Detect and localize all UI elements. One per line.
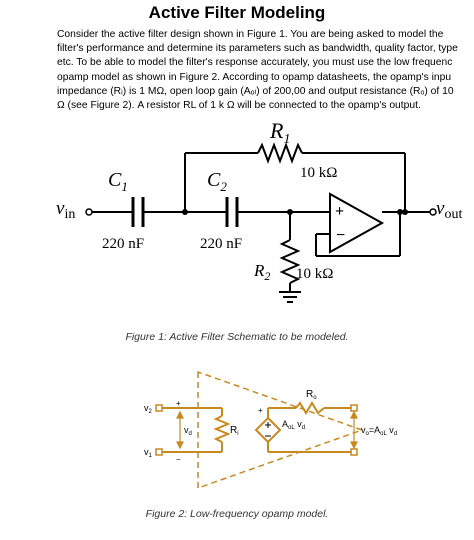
paragraph-line: Ω (see Figure 2). A resistor RL of 1 k Ω…	[57, 100, 421, 112]
output-terminal	[429, 208, 437, 216]
r1-value: 10 kΩ	[300, 165, 337, 181]
c1-value: 220 nF	[102, 236, 144, 252]
junction-node	[402, 209, 408, 215]
minus-terminal-label: −	[336, 227, 345, 244]
r1-label: R1	[269, 118, 290, 147]
figure2-caption: Figure 2: Low-frequency opamp model.	[145, 508, 329, 520]
paragraph-line: etc. To be able to model the filter's re…	[57, 57, 453, 69]
paragraph-line: impedance (Rᵢ) is 1 MΩ, open loop gain (…	[57, 85, 454, 97]
problem-paragraph: Consider the active filter design shown …	[57, 28, 474, 113]
schematic-wires	[92, 142, 430, 303]
paragraph-line: filter's performance and determine its p…	[57, 43, 458, 55]
r2-label: R2	[253, 261, 270, 283]
schematic-labels: R1 10 kΩ C1 C2 220 nF 220 nF R2 10 kΩ vi…	[56, 118, 462, 283]
figure1-caption: Figure 1: Active Filter Schematic to be …	[125, 331, 349, 343]
c2-value: 220 nF	[200, 236, 242, 252]
paragraph-line: Consider the active filter design shown …	[57, 29, 444, 40]
vin-label: vin	[56, 198, 75, 222]
r2-value: 10 kΩ	[296, 266, 333, 282]
opamp-symbol	[329, 192, 385, 254]
junction-node	[397, 209, 403, 215]
junction-node	[182, 209, 188, 215]
junction-node	[287, 209, 293, 215]
c1-label: C1	[108, 169, 128, 194]
plus-terminal-label: +	[335, 203, 344, 220]
c2-label: C2	[207, 169, 227, 194]
vout-label: vout	[436, 198, 462, 222]
input-terminal	[85, 208, 93, 216]
page-title: Active Filter Modeling	[148, 3, 326, 22]
paragraph-line: opamp model as shown in Figure 2. Accord…	[57, 71, 452, 83]
